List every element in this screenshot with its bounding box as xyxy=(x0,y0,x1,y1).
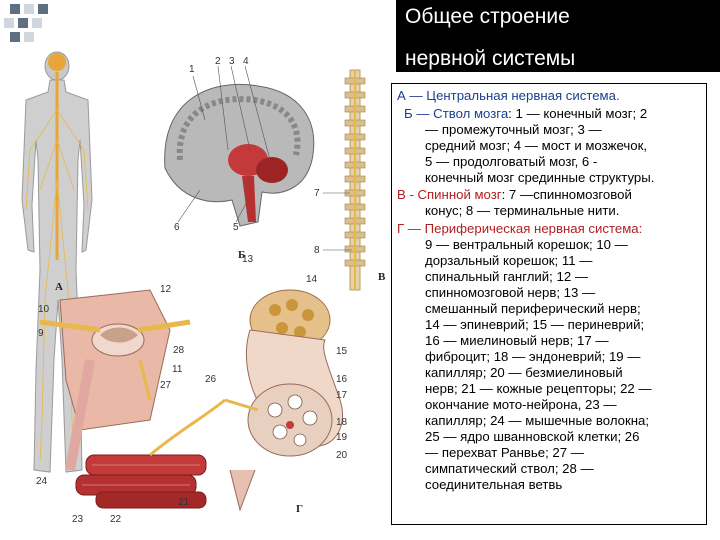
svg-text:20: 20 xyxy=(336,450,348,461)
svg-text:3: 3 xyxy=(229,56,235,67)
legend-b-line: конечный мозг срединные структуры. xyxy=(425,170,655,185)
title-line-1: Общее строение xyxy=(405,5,570,28)
muscle-fibers-illustration xyxy=(75,398,226,509)
svg-text:8: 8 xyxy=(314,245,320,256)
decor-square xyxy=(18,18,28,28)
decor-square xyxy=(24,4,34,14)
legend-b-heading: Б — Ствол мозга xyxy=(404,106,509,121)
legend-b-line: средний мозг; 4 — мост и мозжечок, xyxy=(425,138,648,153)
svg-text:27: 27 xyxy=(160,380,172,391)
decor-square xyxy=(38,4,48,14)
svg-text:14: 14 xyxy=(306,274,318,285)
legend-g-line: — перехват Ранвье; 27 — xyxy=(425,445,584,460)
legend-g-line: окончание мото-нейрона, 23 — xyxy=(425,397,617,412)
legend-g-line: соединительная ветвь xyxy=(425,477,563,492)
legend-g-line: 25 — ядро шванновской клетки; 26 xyxy=(425,429,640,444)
legend-g-line: симпатический ствол; 28 — xyxy=(425,461,594,476)
legend-g-heading: Г — Периферическая нервная система: xyxy=(397,221,643,236)
legend-g-line: 16 — миелиновый нерв; 17 — xyxy=(425,333,609,348)
svg-text:6: 6 xyxy=(174,222,180,233)
legend-g-line: спинальный ганглий; 12 — xyxy=(425,269,589,284)
panel-label-b: Б xyxy=(238,249,245,261)
legend-g-line: дорзальный корешок; 11 — xyxy=(425,253,593,268)
svg-text:26: 26 xyxy=(205,374,217,385)
svg-text:9: 9 xyxy=(38,328,44,339)
decor-square xyxy=(24,32,34,42)
spinal-column-illustration xyxy=(323,69,366,291)
legend-v-rest: : 7 —спинномозговой xyxy=(501,187,632,202)
legend-g-line: фиброцит; 18 — эндоневрий; 19 — xyxy=(425,349,641,364)
decor-square xyxy=(10,4,20,14)
legend-v-line: конус; 8 — терминальные нити. xyxy=(425,203,620,218)
corner-decoration xyxy=(4,4,64,44)
legend-b-rest: : 1 — конечный мозг; 2 xyxy=(508,106,648,121)
decor-square xyxy=(10,32,20,42)
legend-box xyxy=(391,83,707,525)
legend-g-line: капилляр; 20 — безмиелиновый xyxy=(425,365,623,380)
legend-a: А — Центральная нервная система. xyxy=(397,88,620,103)
legend-v-line1: В - Спинной мозг: 7 —спинномозговой xyxy=(397,187,632,203)
svg-text:10: 10 xyxy=(38,304,50,315)
panel-label-a: А xyxy=(55,281,63,293)
legend-g-line: смешанный периферический нерв; xyxy=(425,301,641,316)
svg-text:19: 19 xyxy=(336,432,348,443)
title-line-2: нервной системы xyxy=(405,47,576,70)
svg-text:22: 22 xyxy=(110,514,122,525)
title-banner xyxy=(396,0,720,72)
legend-g-line: капилляр; 24 — мышечные волокна; xyxy=(425,413,650,428)
legend-g-line: нерв; 21 — кожные рецепторы; 22 — xyxy=(425,381,652,396)
svg-text:15: 15 xyxy=(336,346,348,357)
svg-text:7: 7 xyxy=(314,188,320,199)
decor-square xyxy=(32,18,42,28)
svg-text:1: 1 xyxy=(189,64,195,75)
nervous-system-illustration: А 1 2 3 4 5 6 Б xyxy=(21,51,386,525)
svg-text:17: 17 xyxy=(336,390,348,401)
peripheral-nerve-illustration xyxy=(224,289,344,512)
svg-text:21: 21 xyxy=(178,497,190,508)
svg-text:5: 5 xyxy=(233,222,239,233)
legend-v-heading: В - Спинной мозг xyxy=(397,187,502,202)
svg-text:24: 24 xyxy=(36,476,48,487)
legend-g-line: 14 — эпиневрий; 15 — периневрий; xyxy=(425,317,645,332)
svg-text:13: 13 xyxy=(242,254,254,265)
brain-illustration xyxy=(164,65,315,227)
svg-text:12: 12 xyxy=(160,284,172,295)
panel-label-g: Г xyxy=(296,503,303,515)
legend-g-line: 9 — вентральный корешок; 10 — xyxy=(425,237,628,252)
decor-square xyxy=(4,18,14,28)
svg-text:11: 11 xyxy=(172,364,183,375)
svg-text:2: 2 xyxy=(215,56,221,67)
legend-b-line1: Б — Ствол мозга: 1 — конечный мозг; 2 xyxy=(404,106,647,122)
legend-g-line: спинномозговой нерв; 13 — xyxy=(425,285,596,300)
svg-text:16: 16 xyxy=(336,374,348,385)
spinal-segment-illustration xyxy=(39,289,191,471)
svg-text:23: 23 xyxy=(72,514,84,525)
legend-b-line: 5 — продолговатый мозг, 6 - xyxy=(425,154,598,169)
legend-b-line: — промежуточный мозг; 3 — xyxy=(425,122,602,137)
panel-label-v: В xyxy=(378,271,386,283)
svg-text:4: 4 xyxy=(243,56,249,67)
svg-text:18: 18 xyxy=(336,417,348,428)
svg-text:28: 28 xyxy=(173,345,185,356)
